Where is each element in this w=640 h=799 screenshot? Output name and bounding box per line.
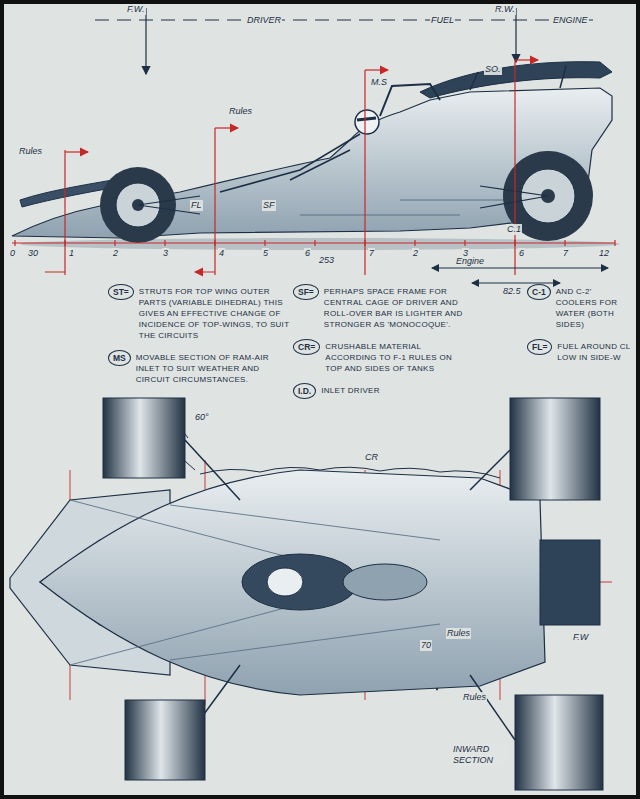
reference-lines-part xyxy=(515,59,538,60)
callout-note: I.D. INLET DRIVER xyxy=(293,383,423,399)
sketch-label: SO. xyxy=(484,64,502,75)
car-top-view-part xyxy=(70,500,440,665)
sketch-label: 60° xyxy=(194,412,210,423)
callout-note: CR= CRUSHABLE MATERIAL ACCORDING TO F-1 R… xyxy=(293,339,468,374)
sketch-label: 7 xyxy=(562,248,569,259)
sketch-label: 4 xyxy=(218,248,225,259)
header-line-part xyxy=(95,20,600,21)
reference-lines-part xyxy=(12,242,615,243)
car-top-view-part xyxy=(185,440,515,740)
callout-note: MS MOVABLE SECTION OF RAM-AIR INLET TO SU… xyxy=(108,350,288,385)
sketch-label: Rules xyxy=(228,106,253,117)
car-side-view-part xyxy=(138,186,548,214)
callout-text: CRUSHABLE MATERIAL ACCORDING TO F-1 RULE… xyxy=(325,339,468,374)
car-side-view-part xyxy=(357,118,376,120)
callout-code: CR= xyxy=(293,339,320,355)
callout-text: MOVABLE SECTION OF RAM-AIR INLET TO SUIT… xyxy=(136,350,288,385)
sketch-label: R.W. xyxy=(494,4,516,15)
callout-code: FL= xyxy=(527,339,552,355)
car-side-view-part xyxy=(420,62,612,98)
sketch-label: CR xyxy=(364,452,379,463)
car-top-view-part xyxy=(267,568,303,596)
callout-text: STRUTS FOR TOP WING OUTER PARTS (VARIABL… xyxy=(139,284,293,341)
sketch-label: INWARD SECTION xyxy=(452,744,510,766)
callout-note: SF= PERHAPS SPACE FRAME FOR CENTRAL CAGE … xyxy=(293,284,473,330)
header-line xyxy=(95,8,600,74)
car-top-view-part xyxy=(200,467,500,478)
car-side-view-part xyxy=(380,84,440,116)
sketch-label: 5 xyxy=(262,248,269,259)
callout-text: PERHAPS SPACE FRAME FOR CENTRAL CAGE OF … xyxy=(324,284,473,330)
sketch-label: F.W. xyxy=(126,4,146,15)
callout-code: SF= xyxy=(293,284,319,300)
sketch-label: 70 xyxy=(420,640,432,651)
sketch-label: 12 xyxy=(598,248,610,259)
sketch-label: 6 xyxy=(518,248,525,259)
sketch-label: M.S xyxy=(370,77,388,88)
sketch-label: Rules xyxy=(462,692,487,703)
car-side-view-part xyxy=(220,134,360,192)
sketch-label: Rules xyxy=(18,146,43,157)
reference-lines xyxy=(10,60,615,705)
dimension-lines-part xyxy=(432,268,608,269)
callout-code: C-1 xyxy=(527,284,551,300)
car-top-view-part xyxy=(343,564,427,600)
sketch-label: SF xyxy=(262,200,276,211)
sketch-label: 0 xyxy=(9,248,16,259)
callout-text: INLET DRIVER xyxy=(321,383,380,396)
sketch-label: ENGINE xyxy=(552,15,589,26)
sketch-label: DRIVER xyxy=(246,15,282,26)
car-side-view-part xyxy=(355,110,379,134)
sketch-label: 82.5 xyxy=(502,286,522,297)
callout-code: ST= xyxy=(108,284,134,300)
reference-lines-part xyxy=(45,271,215,272)
car-top-view xyxy=(10,398,603,790)
sketch-label: 1 xyxy=(68,248,75,259)
car-top-view-part xyxy=(40,470,545,695)
header-line-part xyxy=(145,8,146,74)
sketch-label: F.W xyxy=(572,632,589,643)
car-top-view-part xyxy=(125,700,205,780)
reference-lines-part xyxy=(215,127,238,128)
sketch-label: FL xyxy=(190,200,203,211)
callout-note: C-1 AND C-2' COOLERS FOR WATER (BOTH SIDE… xyxy=(527,284,634,330)
car-top-view-part xyxy=(515,695,603,790)
callout-note: ST= STRUTS FOR TOP WING OUTER PARTS (VARI… xyxy=(108,284,293,341)
callout-text: AND C-2' COOLERS FOR WATER (BOTH SIDES) xyxy=(556,284,634,330)
callout-code: I.D. xyxy=(293,383,316,399)
car-top-view-part xyxy=(540,540,600,625)
reference-lines-part xyxy=(365,69,388,70)
callout-text: FUEL AROUND CL LOW IN SIDE-W xyxy=(557,339,634,363)
sketch-label: C.1 xyxy=(506,224,522,235)
sketch-label: 2 xyxy=(112,248,119,259)
car-top-view-part xyxy=(510,398,600,500)
callout-note: FL= FUEL AROUND CL LOW IN SIDE-W xyxy=(527,339,634,363)
sketch-label: 7 xyxy=(368,248,375,259)
sketch-label: 2 xyxy=(412,248,419,259)
sketch-label: FUEL xyxy=(430,15,455,26)
car-side-view xyxy=(12,62,620,250)
sketch-label: 6 xyxy=(304,248,311,259)
car-side-view-part xyxy=(20,238,620,250)
car-top-view-part xyxy=(242,554,358,610)
sketch-label: 30 xyxy=(27,248,39,259)
sketch-label: 3 xyxy=(162,248,169,259)
reference-lines-part xyxy=(65,60,515,275)
reference-lines-part xyxy=(65,151,88,152)
sketch-label: 253 xyxy=(318,255,335,266)
sketch-label: Rules xyxy=(446,628,471,639)
callout-code: MS xyxy=(108,350,131,366)
car-top-view-part xyxy=(103,398,185,478)
sketch-label: Engine xyxy=(455,256,485,267)
dimension-lines-part xyxy=(472,283,560,284)
reference-lines-part xyxy=(15,240,615,246)
header-line-part xyxy=(515,8,516,62)
